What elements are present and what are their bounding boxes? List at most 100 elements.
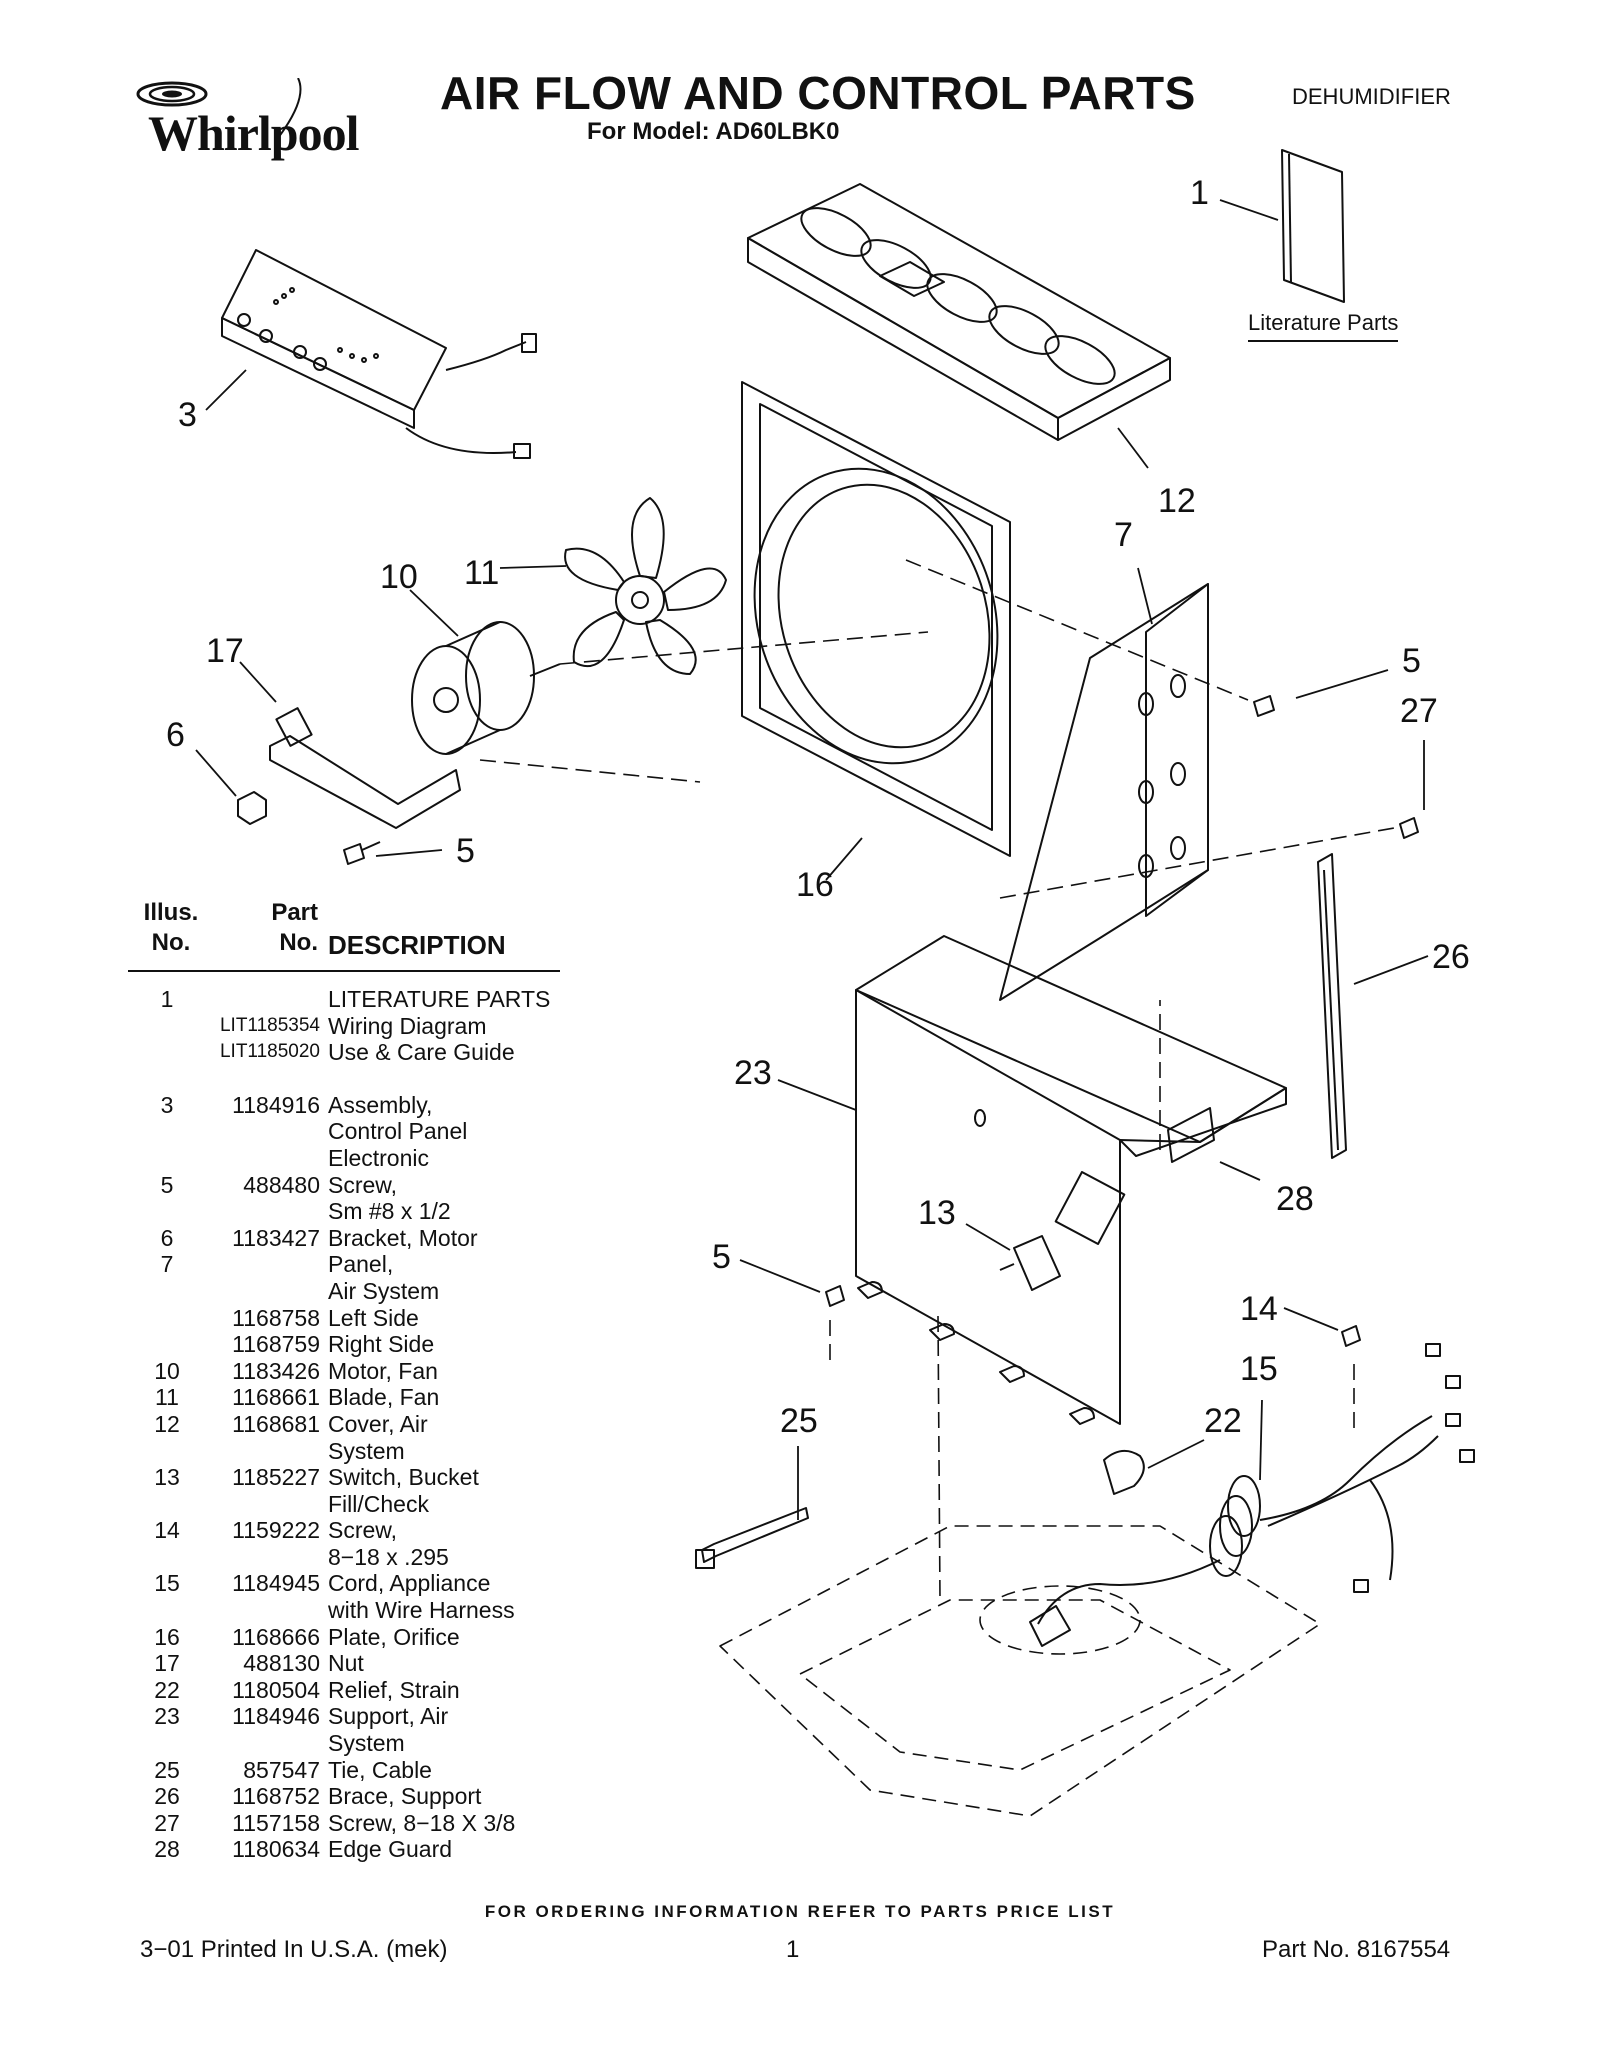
- callout-leaders: [195, 199, 1429, 1520]
- table-row: Fill/Check: [128, 1491, 588, 1518]
- illus-no-cell: 22: [154, 1676, 180, 1703]
- part-no-cell: 1168758: [232, 1304, 320, 1331]
- assembly-guide-lines: [479, 559, 1395, 1601]
- table-row: 5 488480 Screw,: [128, 1172, 588, 1199]
- description-cell: Blade, Fan: [328, 1384, 440, 1411]
- motor-bracket: [269, 707, 461, 829]
- header-illus-no-label: No.: [151, 929, 191, 956]
- part-no-cell: 1184946: [232, 1703, 320, 1730]
- fan-blade: [564, 497, 727, 675]
- whirlpool-logo: Whirlpool: [128, 77, 378, 168]
- part-no-cell: 1168759: [232, 1331, 320, 1358]
- description-cell: Electronic: [328, 1144, 429, 1171]
- description-cell: Relief, Strain: [328, 1676, 460, 1703]
- base-pan: [719, 1525, 1321, 1817]
- illus-no-cell: 13: [154, 1464, 180, 1491]
- callout-numbers: 1 3 12 10 11 7 17 5 6 27 5 16 26 23 13 2…: [166, 174, 1470, 1440]
- part-no-cell: 1183426: [232, 1357, 320, 1384]
- callout-5: 5: [1402, 642, 1421, 680]
- part-no-cell: 488480: [243, 1171, 320, 1198]
- callout-3: 3: [178, 396, 197, 434]
- table-row: 11 1168661 Blade, Fan: [128, 1384, 588, 1411]
- power-cord-harness: [1029, 1343, 1475, 1647]
- description-cell: Screw,: [328, 1171, 398, 1198]
- description-cell: Panel,: [328, 1251, 394, 1278]
- callout-1: 1: [1190, 174, 1209, 212]
- description-cell: Control Panel: [328, 1118, 468, 1145]
- illus-no-cell: 3: [160, 1091, 174, 1118]
- support-brace: [1317, 853, 1347, 1159]
- description-cell: System: [328, 1437, 405, 1464]
- air-system-panel: [999, 583, 1209, 1001]
- description-cell: Support, Air: [328, 1703, 449, 1730]
- bucket-switch: [999, 1235, 1061, 1291]
- table-row: Sm #8 x 1/2: [128, 1198, 588, 1225]
- logo-text: Whirlpool: [148, 105, 359, 161]
- callout-11: 11: [464, 554, 499, 592]
- callout-10: 10: [380, 558, 418, 596]
- air-cover: [747, 183, 1171, 441]
- table-row: Air System: [128, 1278, 588, 1305]
- callout-22: 22: [1204, 1402, 1242, 1440]
- product-category: DEHUMIDIFIER: [1292, 84, 1451, 109]
- part-no-cell: 1168661: [232, 1384, 320, 1411]
- header-description: DESCRIPTION: [328, 930, 506, 960]
- header-part-no-label: No.: [279, 929, 318, 956]
- callout-15: 15: [1240, 1350, 1278, 1388]
- part-no-cell: 488130: [243, 1650, 320, 1677]
- part-no-cell: 1183427: [232, 1224, 320, 1251]
- illus-no-cell: 26: [154, 1783, 180, 1810]
- table-row: System: [128, 1730, 588, 1757]
- illus-no-cell: 5: [160, 1171, 174, 1198]
- part-no-cell: 857547: [243, 1756, 320, 1783]
- description-cell: System: [328, 1730, 405, 1757]
- illus-no-cell: 1: [160, 986, 174, 1012]
- description-cell: LITERATURE PARTS: [328, 986, 551, 1012]
- table-row: 1 LITERATURE PARTS: [128, 986, 588, 1013]
- header-illus-label: Illus.: [143, 899, 199, 926]
- description-cell: Plate, Orifice: [328, 1623, 460, 1650]
- callout-12: 12: [1158, 482, 1196, 520]
- illus-no-cell: 15: [154, 1570, 180, 1597]
- description-cell: Edge Guard: [328, 1836, 453, 1863]
- description-cell: Bracket, Motor: [328, 1224, 478, 1251]
- illus-no-cell: 6: [160, 1224, 174, 1251]
- illus-no-cell: 11: [155, 1384, 179, 1411]
- orifice-plate: [741, 381, 1011, 857]
- illus-no-cell: 27: [154, 1809, 180, 1836]
- illus-no-cell: 28: [154, 1836, 180, 1863]
- callout-28: 28: [1276, 1180, 1314, 1218]
- illus-no-cell: 14: [154, 1517, 180, 1544]
- description-cell: Assembly,: [328, 1091, 433, 1118]
- callout-13: 13: [918, 1194, 956, 1232]
- callout-25: 25: [780, 1402, 818, 1440]
- description-cell: Sm #8 x 1/2: [328, 1198, 451, 1225]
- illus-no-cell: 7: [160, 1251, 174, 1278]
- nut: [237, 791, 267, 825]
- table-row: with Wire Harness: [128, 1597, 588, 1624]
- page-number: 1: [786, 1936, 800, 1963]
- table-row: System: [128, 1438, 588, 1465]
- description-cell: Cover, Air: [328, 1410, 428, 1437]
- part-no-cell: 1157158: [232, 1809, 320, 1836]
- literature-parts-label: Literature Parts: [1248, 310, 1399, 342]
- description-cell: Use & Care Guide: [328, 1039, 515, 1066]
- illus-no-cell: 10: [154, 1357, 180, 1384]
